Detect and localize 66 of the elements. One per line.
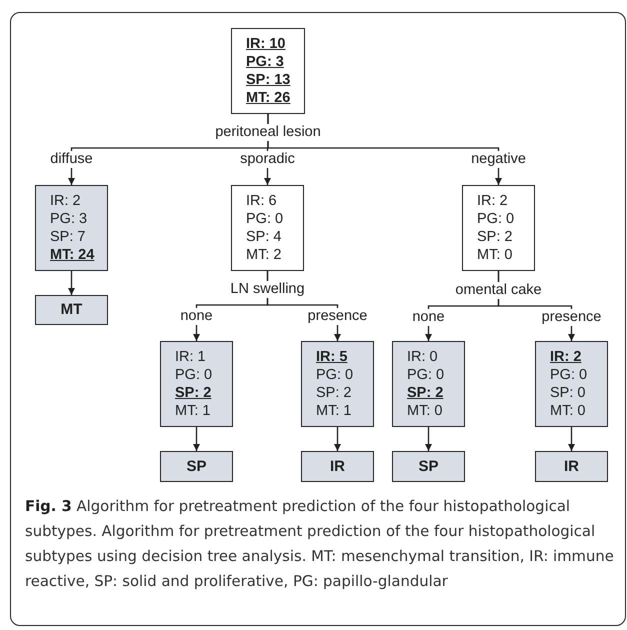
count-line: MT: 26	[246, 89, 290, 107]
count-line: MT: 1	[175, 402, 210, 420]
count-line: MT: 0	[550, 402, 586, 420]
result-box	[160, 451, 233, 482]
count-line: SP: 2	[175, 384, 212, 402]
count-line: PG: 0	[246, 210, 284, 228]
subtype-label: IR	[564, 458, 579, 476]
count-line: IR: 2	[477, 192, 508, 210]
count-line: IR: 2	[50, 192, 81, 210]
count-line: MT: 0	[407, 402, 442, 420]
count-line: MT: 1	[316, 402, 352, 420]
count-line: IR: 6	[246, 192, 277, 210]
count-box	[301, 341, 374, 427]
edge-label: negative	[469, 151, 528, 168]
count-line: IR: 1	[175, 348, 206, 366]
result-box	[301, 451, 374, 482]
count-line: MT: 24	[50, 246, 94, 264]
edge-label: sporadic	[238, 151, 297, 168]
subtype-label: SP	[418, 458, 438, 476]
arrow	[425, 427, 432, 451]
count-line: PG: 3	[246, 53, 284, 71]
arrow	[267, 114, 502, 185]
result-box	[35, 295, 108, 325]
result-box	[392, 451, 465, 482]
subtype-label: IR	[330, 458, 345, 476]
count-box	[231, 28, 305, 114]
count-line: SP: 2	[316, 384, 352, 402]
edge-label: presence	[306, 308, 370, 325]
count-line: PG: 0	[550, 366, 588, 384]
subtype-label: MT	[60, 301, 82, 319]
count-box	[462, 185, 535, 271]
count-line: SP: 0	[550, 384, 586, 402]
count-line: SP: 4	[246, 228, 282, 246]
count-line: SP: 7	[50, 228, 86, 246]
count-box	[160, 341, 233, 427]
result-box	[535, 451, 608, 482]
arrow	[334, 427, 341, 451]
count-box	[392, 341, 465, 427]
arrow	[68, 271, 75, 295]
count-line: PG: 0	[477, 210, 514, 228]
figure-caption: Fig. 3 Algorithm for pretreatment prediction of the four histopathological subtypes. Algorithm for pretreatment prediction of the four histopathological subtypes using decision tree analysis. MT: mesenchymal transition, IR: immune reactive, SP: solid and proliferative, PG: papillo-glandular	[25, 497, 615, 592]
count-line: SP: 2	[407, 384, 444, 402]
edge-label: none	[178, 308, 215, 325]
count-box	[35, 185, 108, 271]
count-line: IR: 5	[316, 348, 348, 366]
count-line: PG: 0	[316, 366, 354, 384]
count-line: PG: 3	[50, 210, 88, 228]
count-line: PG: 0	[407, 366, 444, 384]
count-line: MT: 2	[246, 246, 282, 264]
edge-label: none	[410, 309, 447, 326]
arrow	[568, 427, 575, 451]
count-line: MT: 0	[477, 246, 512, 264]
split-criterion: omental cake	[453, 282, 544, 299]
count-line: PG: 0	[175, 366, 212, 384]
edge-label: presence	[540, 309, 604, 326]
count-line: IR: 10	[246, 35, 286, 53]
count-box	[231, 185, 304, 271]
count-line: IR: 0	[407, 348, 438, 366]
split-criterion: peritoneal lesion	[213, 124, 323, 141]
count-line: IR: 2	[550, 348, 582, 366]
edge-label: diffuse	[48, 151, 95, 168]
count-line: SP: 13	[246, 71, 290, 89]
subtype-label: SP	[186, 458, 206, 476]
arrow	[193, 427, 200, 451]
count-line: SP: 2	[477, 228, 512, 246]
count-box	[535, 341, 608, 427]
